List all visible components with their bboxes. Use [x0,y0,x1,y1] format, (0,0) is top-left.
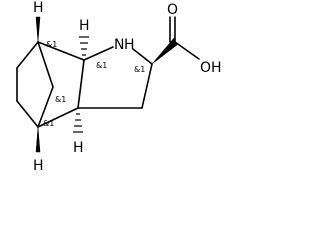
atom-carbonyl-oxygen: O [167,2,178,18]
atom-labels: H H H H N H O OH [33,0,222,174]
bond-c1-c2 [16,41,39,69]
atom-h-bottom: H [33,158,44,174]
bond-bridge-c4 [37,86,54,128]
bridge-bonds [37,41,54,128]
stereo-wedges [35,16,178,153]
chemical-structure-drawing: H H H H N H O OH &1 &1 &1 &1 &1 [16,0,222,174]
bond-c1-c8 [37,41,85,61]
atom-hydroxyl: OH [200,60,222,76]
wedge-c9-cooh [151,37,178,65]
atom-h-junction-top: H [79,18,90,34]
stereo-label-top-bridgehead: &1 [46,40,57,49]
hash-c8-h [79,36,89,56]
stereo-labels: &1 &1 &1 &1 &1 [43,40,145,128]
stereo-label-bridge-carbon: &1 [55,95,66,104]
bond-skeleton [16,16,200,128]
bond-cooh-oh [174,41,200,60]
bond-c8-c5 [77,59,85,109]
hash-c5-h [73,113,83,133]
atom-nitrogen-hydrogen: H [124,37,135,53]
bond-c9-c10 [141,63,153,109]
wedge-c4-h [35,126,41,153]
stereo-label-alpha-carbon: &1 [134,65,145,74]
stereo-label-bottom-bridgehead: &1 [43,119,54,128]
bond-c8-n [83,46,114,61]
atom-nitrogen: N [114,37,124,53]
stereo-label-ring-junction: &1 [96,61,107,70]
bond-c4-c5 [37,107,79,128]
stereo-hashes [73,36,89,133]
bond-c3-c4 [16,100,39,128]
atom-h-top: H [33,0,44,16]
wedge-c1-h [35,16,41,43]
atom-h-junction-bottom: H [73,140,84,156]
bond-n-c9 [132,48,153,65]
bond-c1-bridge [37,41,54,88]
